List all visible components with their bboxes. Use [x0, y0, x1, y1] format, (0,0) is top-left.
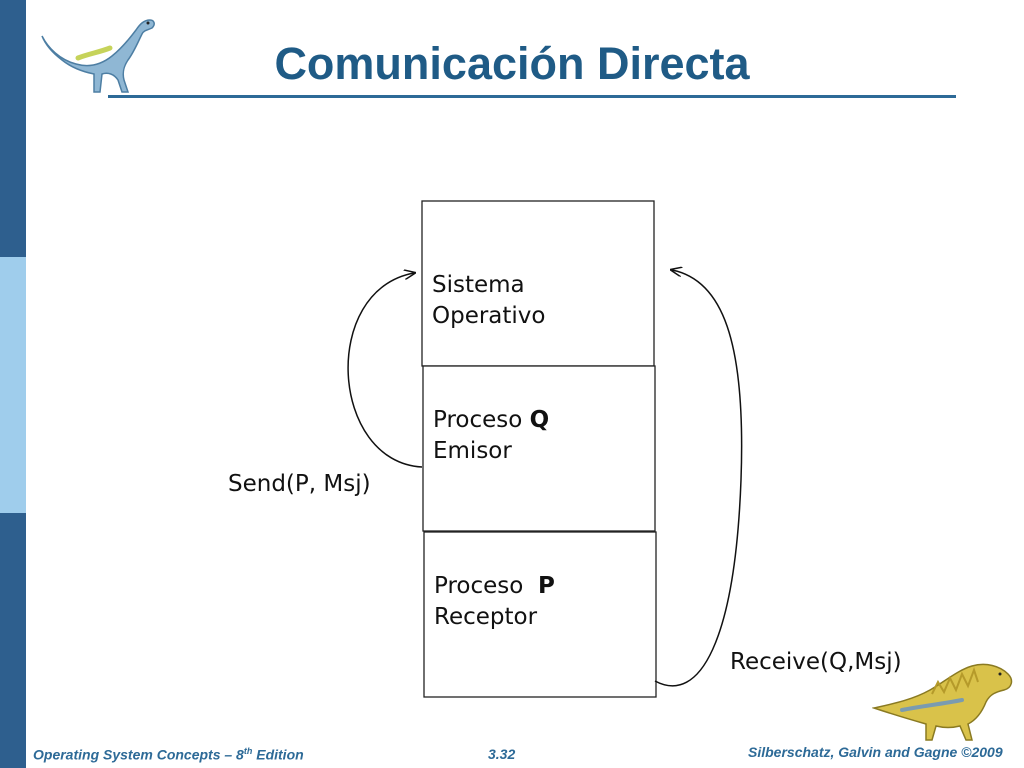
footer-authors: Silberschatz, Galvin and Gagne ©2009 — [748, 744, 1003, 760]
dinosaur-top-icon — [41, 19, 155, 93]
os-label: Sistema Operativo — [432, 272, 546, 329]
process-q-box — [422, 365, 656, 532]
left-sidebar-accent — [0, 257, 26, 513]
dinosaur-bottom-icon — [872, 663, 1013, 741]
receive-label: Receive(Q,Msj) — [730, 649, 902, 675]
slide-title: Comunicación Directa — [274, 38, 750, 89]
os-box — [421, 200, 655, 367]
process-p-label: Proceso P Receptor — [0, 0, 591, 630]
send-label: Send(P, Msj) — [228, 471, 371, 497]
receive-arrow — [654, 270, 743, 687]
title-underline — [108, 95, 956, 98]
process-q-label: Proceso Q Emisor — [433, 407, 557, 464]
footer-page-number: 3.32 — [488, 746, 516, 762]
footer-book-title: Operating System Concepts – 8th Edition — [33, 746, 304, 763]
send-arrow — [347, 273, 423, 468]
process-p-box — [423, 531, 657, 698]
